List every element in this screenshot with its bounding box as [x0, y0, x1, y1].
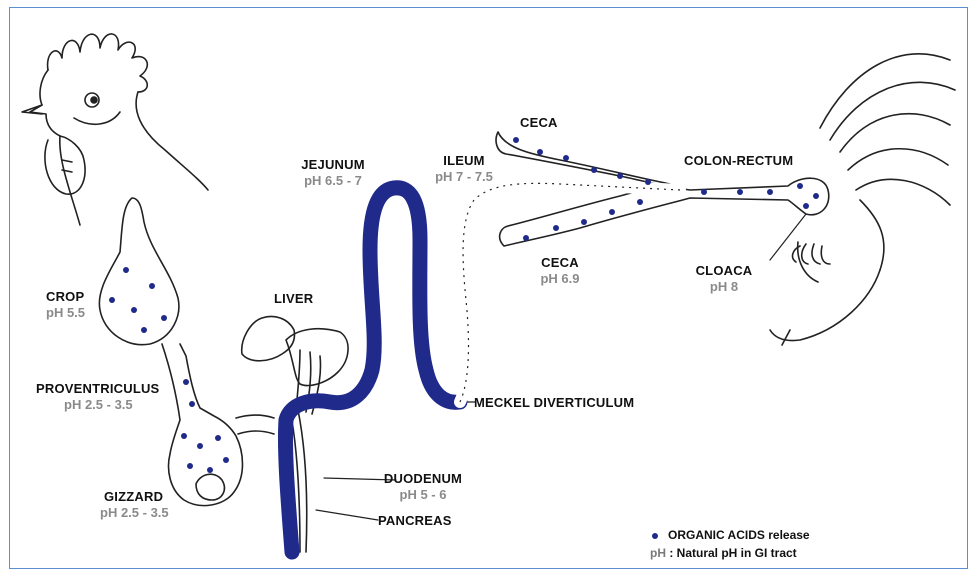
ph-crop: pH 5.5: [46, 306, 85, 320]
label-ileum: ILEUM: [428, 154, 500, 168]
legend-ph: pH : Natural pH in GI tract: [650, 546, 797, 560]
label-ceca-top: CECA: [520, 116, 558, 130]
legend-organic-acids: ORGANIC ACIDS release: [668, 528, 810, 542]
ph-ceca-bottom: pH 6.9: [530, 272, 590, 286]
label-ceca-bottom: CECA: [530, 256, 590, 270]
ph-jejunum: pH 6.5 - 7: [288, 174, 378, 188]
ph-duodenum: pH 5 - 6: [378, 488, 468, 502]
ph-cloaca: pH 8: [686, 280, 762, 294]
label-cloaca: CLOACA: [686, 264, 762, 278]
label-jejunum: JEJUNUM: [288, 158, 378, 172]
label-colon-rectum: COLON-RECTUM: [684, 154, 793, 168]
ph-gizzard: pH 2.5 - 3.5: [100, 506, 169, 520]
legend-ph-key: pH: [650, 546, 666, 560]
label-pancreas: PANCREAS: [378, 514, 452, 528]
rooster-head-drawing: [22, 34, 208, 225]
label-liver: LIVER: [274, 292, 313, 306]
label-proventriculus: PROVENTRICULUS: [36, 382, 159, 396]
ph-ileum: pH 7 - 7.5: [428, 170, 500, 184]
label-crop: CROP: [46, 290, 84, 304]
legend-ph-text: : Natural pH in GI tract: [666, 546, 797, 560]
label-duodenum: DUODENUM: [378, 472, 468, 486]
ph-proventriculus: pH 2.5 - 3.5: [64, 398, 133, 412]
rooster-tail-drawing: [770, 54, 955, 345]
legend-dot-icon: [652, 533, 658, 539]
label-gizzard: GIZZARD: [104, 490, 163, 504]
intestine-tract: [285, 183, 680, 552]
upper-gi-outline: [99, 198, 274, 506]
label-meckel-diverticulum: MECKEL DIVERTICULUM: [474, 396, 634, 410]
